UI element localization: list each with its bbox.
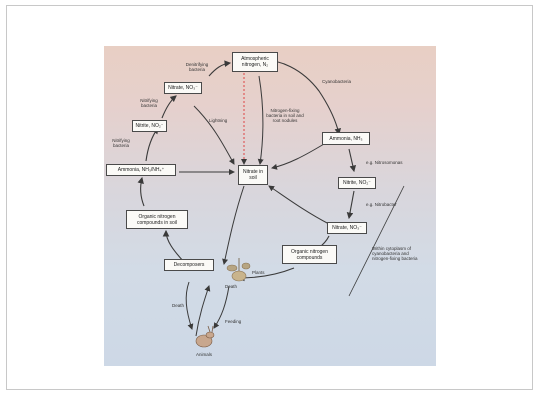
- nitrosomonas-label: e.g. Nitrosomonas: [366, 160, 403, 165]
- arrow-nitrite-to-nitrate: [161, 95, 177, 119]
- nitrate-top-box: Nitrate, NO₃⁻: [164, 82, 202, 94]
- nitrite-right-box: Nitrite, NO₂⁻: [338, 177, 376, 189]
- denitrifying-label: Denitrifying bacteria: [185, 62, 209, 72]
- arrow-nitrate-to-soil-right: [268, 185, 330, 225]
- arrow-nitrate-to-soil: [193, 105, 235, 165]
- lightning-label: Lightning: [209, 118, 228, 123]
- organic-soil-box: Organic nitrogen compounds in soil: [126, 210, 188, 229]
- slide-frame: Atmospheric nitrogen, N₂ Nitrate, NO₃⁻ N…: [6, 5, 533, 390]
- nitrate-in-soil-box: Nitrate in soil: [238, 165, 268, 185]
- fixing-bacteria-label: Nitrogen-fixing bacteria in soil and roo…: [266, 108, 304, 123]
- rabbit-illustration: [195, 325, 215, 348]
- arrow-soil-to-plant: [222, 185, 245, 265]
- arrow-ammonia-to-nitrite: [348, 148, 356, 173]
- death-top-label: Death: [225, 284, 238, 289]
- arrow-organic-to-ammonia: [137, 176, 145, 207]
- organic-plant-box: Organic nitrogen compounds: [282, 245, 337, 264]
- arrow-feeding: [213, 285, 230, 329]
- nitrifying-top-label: Nitrifying bacteria: [140, 98, 158, 108]
- arrow-fixation: [257, 75, 264, 165]
- arrow-decomposer-to-organic: [162, 229, 185, 263]
- arrow-nitrite-to-nitrate: [346, 190, 355, 220]
- nitrobacter-label: e.g. Nitrobacter: [366, 202, 397, 207]
- arrow-animals-to-decomposer: [195, 285, 211, 337]
- animals-label: Animals: [196, 352, 213, 357]
- ammonia-right-box: Ammonia, NH₃: [322, 132, 370, 145]
- plants-label: Plants: [252, 270, 265, 275]
- nitrogen-cycle-diagram: Atmospheric nitrogen, N₂ Nitrate, NO₃⁻ N…: [104, 46, 436, 366]
- cyanobacteria-label: Cyanobacteria: [322, 79, 352, 84]
- arrow-ammonia-to-nitrite: [145, 127, 159, 162]
- death-left-label: Death: [172, 303, 185, 308]
- nitrifying-left-label: Nitrifying bacteria: [112, 138, 130, 148]
- feeding-label: Feeding: [225, 319, 242, 324]
- arrow-nitrate-to-atmos: [208, 60, 232, 77]
- plant-illustration: [226, 258, 251, 282]
- atmospheric-nitrogen-box: Atmospheric nitrogen, N₂: [232, 52, 278, 72]
- ammonia-left-box: Ammonia, NH₃/NH₄⁺: [106, 164, 176, 176]
- divider-line: [348, 185, 405, 297]
- within-cytoplasm-label: Within cytoplasm of cyanobacteria and ni…: [372, 246, 418, 261]
- arrow-death-to-animals: [185, 281, 194, 330]
- arrow-ammonia-to-soil-right: [271, 143, 325, 170]
- decomposers-box: Decomposers: [164, 259, 214, 271]
- nitrite-left-box: Nitrite, NO₂⁻: [132, 120, 167, 132]
- arrow-plant-to-decomposer: [237, 267, 295, 282]
- nitrate-right-box: Nitrate, NO₃⁻: [327, 222, 367, 234]
